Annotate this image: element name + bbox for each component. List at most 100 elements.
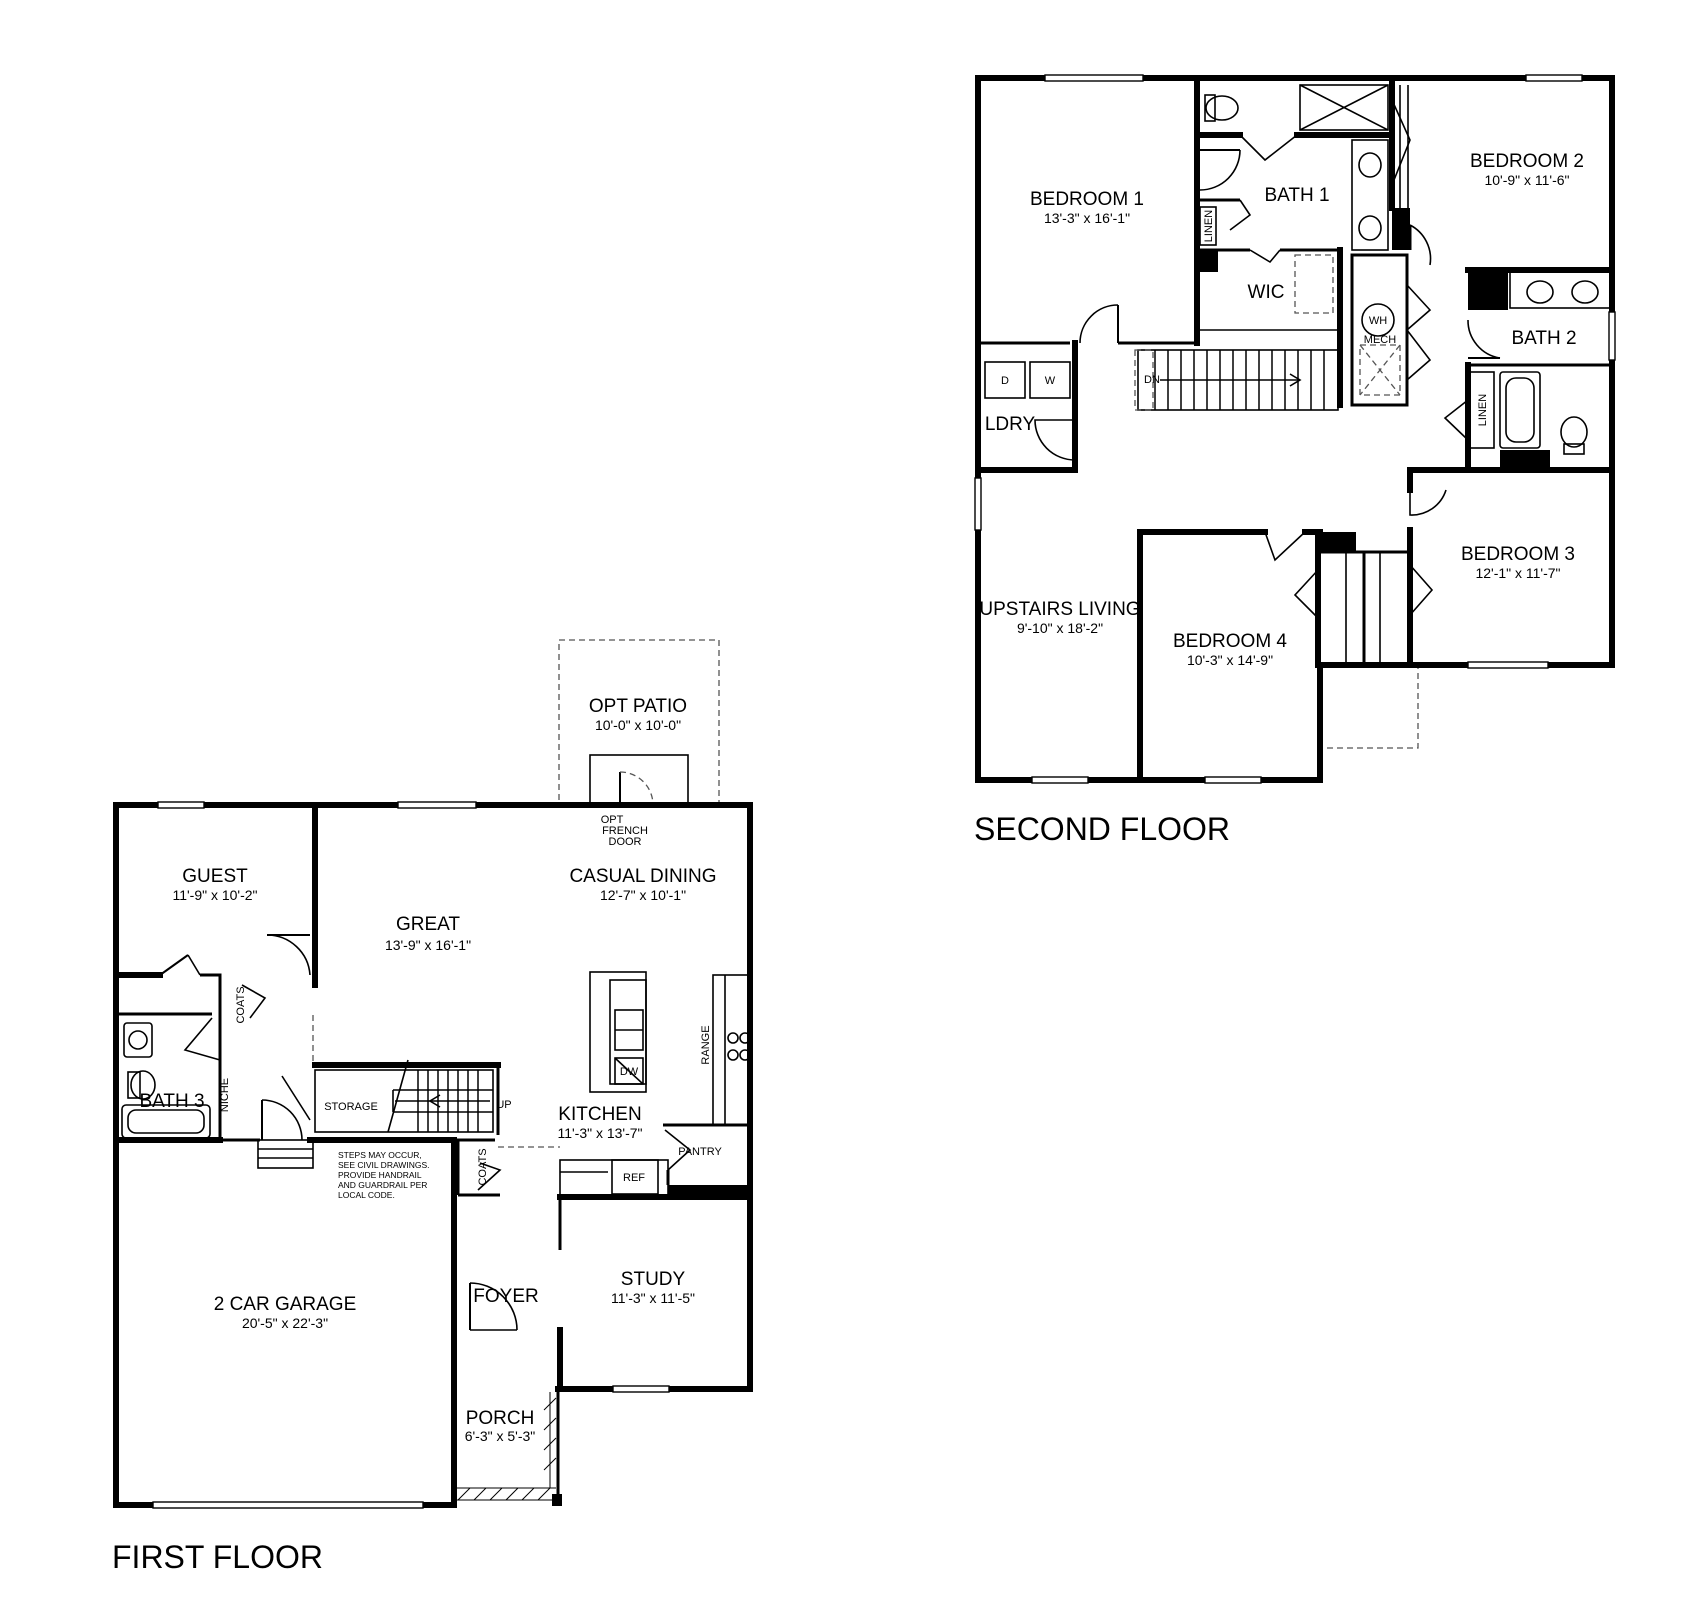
bath1-label: BATH 1 bbox=[1264, 185, 1329, 206]
stair-up-label: UP bbox=[496, 1099, 511, 1111]
bath2-sink-1 bbox=[1526, 280, 1554, 304]
great-room-dims: 13'-9" x 16'-1" bbox=[385, 937, 471, 953]
upstairs-living-dims: 9'-10" x 18'-2" bbox=[1017, 620, 1103, 636]
bath2-vanity bbox=[1509, 271, 1611, 309]
french-door-label-3: DOOR bbox=[609, 836, 642, 848]
bath2-fixtures bbox=[1469, 271, 1611, 455]
front-door-swing bbox=[469, 1282, 518, 1331]
opt-patio-dims: 10'-0" x 10'-0" bbox=[595, 717, 681, 733]
garage-dims: 20'-5" x 22'-3" bbox=[242, 1315, 328, 1331]
refrigerator-label: REF bbox=[623, 1172, 645, 1184]
bedroom4-label: BEDROOM 4 bbox=[1173, 631, 1287, 652]
wic-label: WIC bbox=[1248, 282, 1285, 303]
bath1-toilet bbox=[1205, 95, 1239, 121]
kitchen-label: KITCHEN bbox=[558, 1104, 641, 1125]
bedroom2-window bbox=[1525, 74, 1583, 82]
bath2-label: BATH 2 bbox=[1511, 328, 1576, 349]
study-window bbox=[612, 1385, 670, 1393]
garage-entry-door-swing bbox=[261, 1099, 303, 1141]
dryer-label: D bbox=[1001, 375, 1009, 387]
bath3-fixtures bbox=[121, 1022, 211, 1139]
garage-label: 2 CAR GARAGE bbox=[214, 1294, 357, 1315]
upstairs-living-window bbox=[1031, 776, 1089, 784]
bath1-sink-2 bbox=[1358, 215, 1382, 241]
bath1-vanity bbox=[1351, 139, 1389, 251]
bedroom3-door-swing bbox=[1409, 489, 1447, 516]
steps-note-2: SEE CIVIL DRAWINGS. bbox=[338, 1160, 429, 1170]
second-floor-stairs bbox=[1134, 349, 1339, 411]
steps-note-3: PROVIDE HANDRAIL bbox=[338, 1170, 422, 1180]
hall-linen-label: LINEN bbox=[1477, 394, 1489, 426]
bath3-door bbox=[183, 1017, 221, 1061]
first-floor-plan: GUEST 11'-9" x 10'-2" GREAT 13'-9" x 16'… bbox=[112, 639, 753, 1575]
bedroom2-wall-block bbox=[1392, 208, 1410, 250]
bath2-tub bbox=[1499, 371, 1541, 449]
second-floor-title: SECOND FLOOR bbox=[974, 811, 1230, 847]
upstairs-living-label: UPSTAIRS LIVING bbox=[979, 599, 1140, 620]
foyer-label: FOYER bbox=[473, 1286, 538, 1307]
guest-closet-wall bbox=[200, 973, 222, 1060]
steps-note-1: STEPS MAY OCCUR, bbox=[338, 1150, 422, 1160]
wc-door bbox=[1239, 134, 1298, 162]
washer bbox=[1029, 361, 1071, 399]
bedroom2-closet-door bbox=[1391, 99, 1411, 186]
bedroom4-closet-door bbox=[1293, 569, 1319, 619]
wic-island-dashed bbox=[1294, 254, 1334, 314]
refrigerator bbox=[611, 1159, 659, 1195]
range-label: RANGE bbox=[700, 1025, 712, 1064]
upstairs-living-side-window bbox=[974, 477, 982, 531]
bath2-sink-2 bbox=[1571, 280, 1599, 304]
first-floor-stairs bbox=[314, 1059, 494, 1133]
kitchen-counter-south bbox=[559, 1159, 669, 1198]
coats-bifold-door bbox=[241, 984, 267, 1019]
steps-note-4: AND GUARDRAIL PER bbox=[338, 1180, 427, 1190]
guest-entry-door-swing bbox=[266, 934, 311, 976]
storage-label: STORAGE bbox=[324, 1101, 378, 1113]
bath3-tub bbox=[121, 1104, 211, 1139]
linen-door bbox=[1229, 199, 1252, 231]
opt-patio-label: OPT PATIO bbox=[589, 696, 687, 717]
mech-label: MECH bbox=[1364, 334, 1396, 346]
laundry-label: LDRY bbox=[985, 414, 1036, 435]
hall-linen-door bbox=[1443, 399, 1469, 441]
washer-label: W bbox=[1045, 375, 1056, 387]
porch-hatch bbox=[456, 1392, 557, 1501]
bedroom3-closet-door bbox=[1409, 564, 1434, 616]
porch-dims: 6'-3" x 5'-3" bbox=[465, 1428, 536, 1444]
bedroom3-window bbox=[1467, 661, 1549, 669]
bath3-toilet bbox=[130, 1070, 156, 1100]
french-door-label-1: OPT bbox=[601, 814, 624, 826]
water-heater bbox=[1361, 303, 1395, 337]
garage-steps bbox=[257, 1139, 314, 1169]
guest-window bbox=[157, 801, 205, 809]
guest-room-label: GUEST bbox=[182, 866, 248, 887]
bath3-label: BATH 3 bbox=[139, 1091, 204, 1112]
bath2-wall-block bbox=[1468, 270, 1508, 310]
bath2-south-block bbox=[1500, 450, 1550, 468]
great-window bbox=[397, 801, 477, 809]
first-floor-labels: GUEST 11'-9" x 10'-2" GREAT 13'-9" x 16'… bbox=[139, 696, 722, 1444]
ldry-door-swing bbox=[1034, 419, 1076, 461]
guest-door-leaf bbox=[159, 954, 189, 976]
bath2-window bbox=[1608, 311, 1616, 361]
second-floor-labels: BEDROOM 1 13'-3" x 16'-1" BATH 1 WIC BED… bbox=[979, 151, 1584, 668]
casual-dining-label: CASUAL DINING bbox=[569, 866, 716, 887]
kitchen-dims: 11'-3" x 13'-7" bbox=[557, 1125, 642, 1141]
guest-room-dims: 11'-9" x 10'-2" bbox=[172, 887, 257, 903]
study-dims: 11'-3" x 11'-5" bbox=[611, 1290, 695, 1306]
pantry-door bbox=[664, 1129, 692, 1171]
bath1-door-swing bbox=[1199, 149, 1241, 191]
bedroom3-label: BEDROOM 3 bbox=[1461, 544, 1575, 565]
bath1-shower bbox=[1299, 84, 1389, 131]
bath1-sink-1 bbox=[1358, 152, 1382, 178]
guest-coats-label: COATS bbox=[235, 986, 247, 1023]
mech-unit-dashed bbox=[1359, 344, 1401, 396]
roof-line-dashed bbox=[1319, 665, 1419, 749]
casual-dining-dims: 12'-7" x 10'-1" bbox=[600, 887, 686, 903]
great-room-label: GREAT bbox=[396, 914, 460, 935]
hall-linen-closet bbox=[1469, 371, 1495, 449]
bedroom2-dims: 10'-9" x 11'-6" bbox=[1484, 172, 1569, 188]
bedroom4-door bbox=[1264, 531, 1306, 562]
french-door-label-2: FRENCH bbox=[602, 825, 648, 837]
